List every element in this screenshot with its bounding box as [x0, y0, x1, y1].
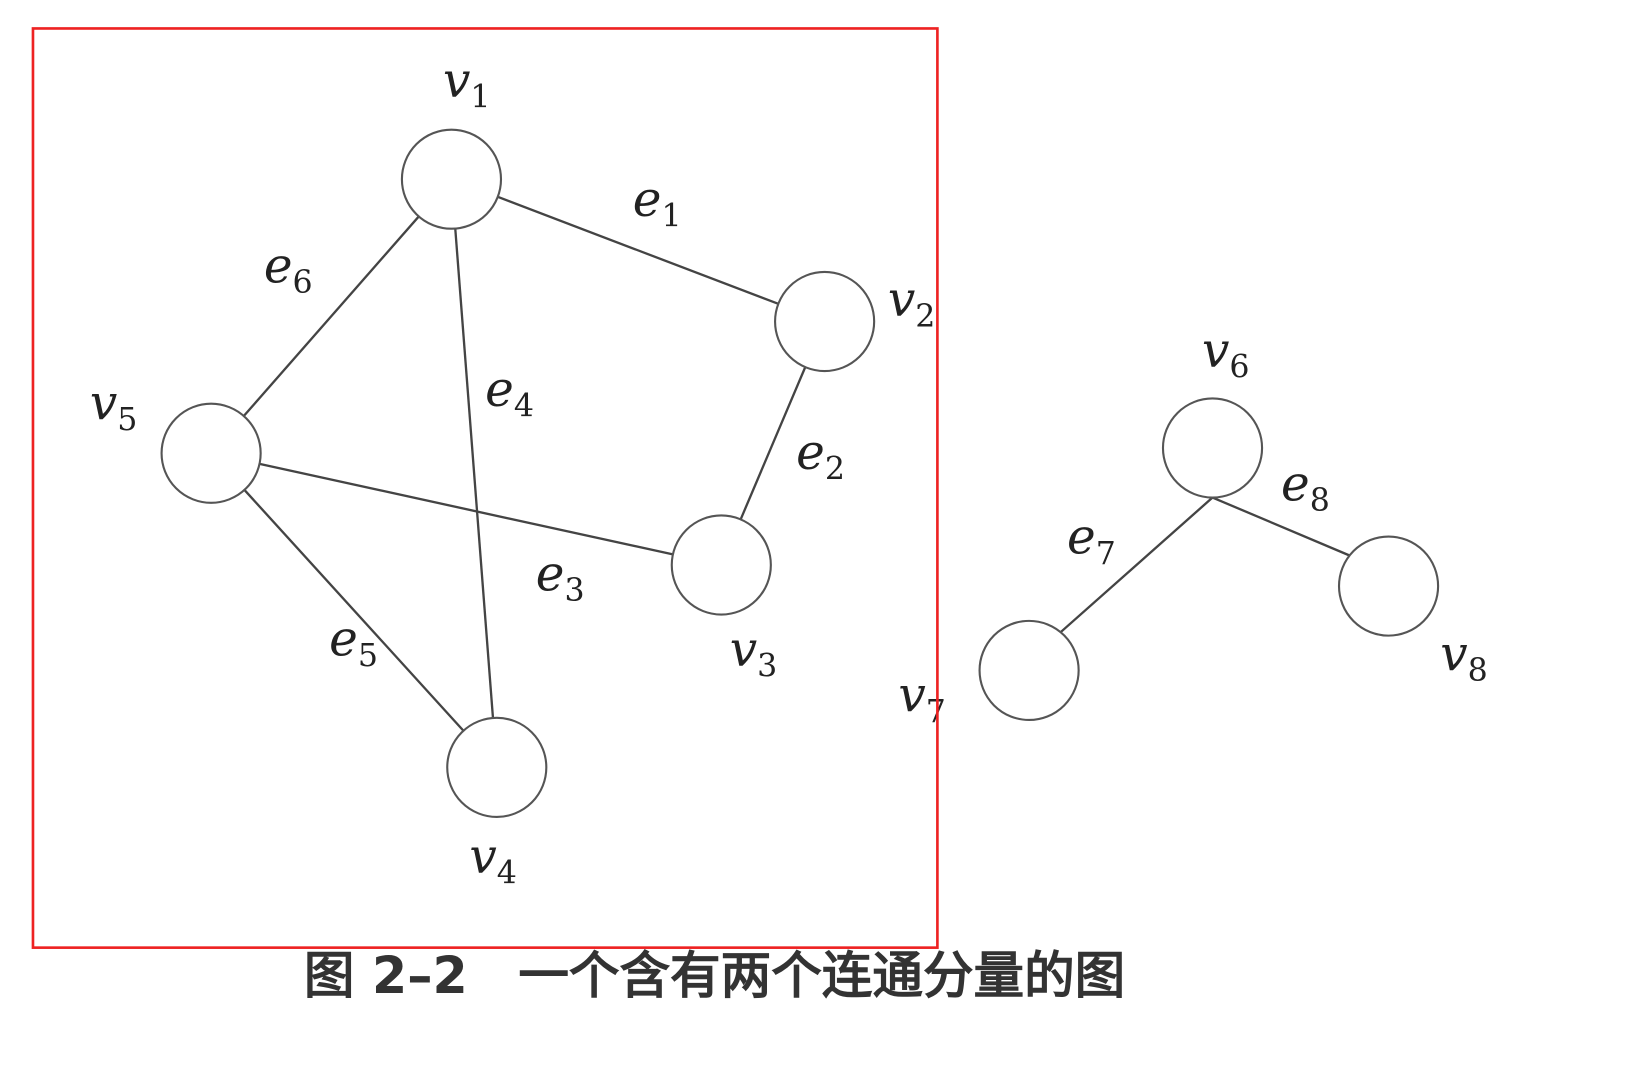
node-label-v6: v6: [1202, 323, 1250, 386]
edge-e4: [454, 228, 495, 719]
node-label-v5: v5: [90, 376, 138, 439]
node-label-v4: v4: [469, 829, 517, 892]
node-v2: [774, 270, 876, 373]
highlight-box: [31, 27, 939, 949]
edge-label-e1: e1: [633, 172, 682, 235]
node-v5: [160, 402, 262, 504]
edge-label-e5: e5: [329, 612, 378, 675]
edge-e3: [259, 462, 674, 556]
edge-e1: [497, 195, 779, 305]
node-label-v3: v3: [730, 622, 778, 685]
edge-label-e2: e2: [796, 425, 845, 488]
edge-label-e3: e3: [536, 546, 585, 609]
edge-label-e8: e8: [1281, 457, 1330, 520]
node-v6: [1161, 397, 1264, 499]
node-v3: [670, 514, 772, 616]
edge-e2: [739, 366, 807, 520]
node-v8: [1337, 535, 1440, 637]
node-label-v7: v7: [898, 668, 946, 731]
edge-label-e7: e7: [1067, 509, 1116, 572]
node-v1: [400, 128, 503, 230]
edge-e5: [243, 489, 465, 732]
figure-caption: 图 2–2 一个含有两个连通分量的图: [304, 946, 1125, 1005]
node-label-v8: v8: [1440, 626, 1488, 689]
edge-e8: [1212, 496, 1351, 557]
edge-label-e6: e6: [264, 239, 313, 302]
node-label-v2: v2: [888, 272, 936, 335]
node-label-v1: v1: [443, 53, 491, 116]
node-v4: [446, 716, 548, 818]
edge-label-e4: e4: [485, 362, 534, 425]
node-v7: [978, 619, 1080, 722]
edge-e7: [1059, 496, 1214, 634]
edge-e6: [242, 215, 420, 417]
